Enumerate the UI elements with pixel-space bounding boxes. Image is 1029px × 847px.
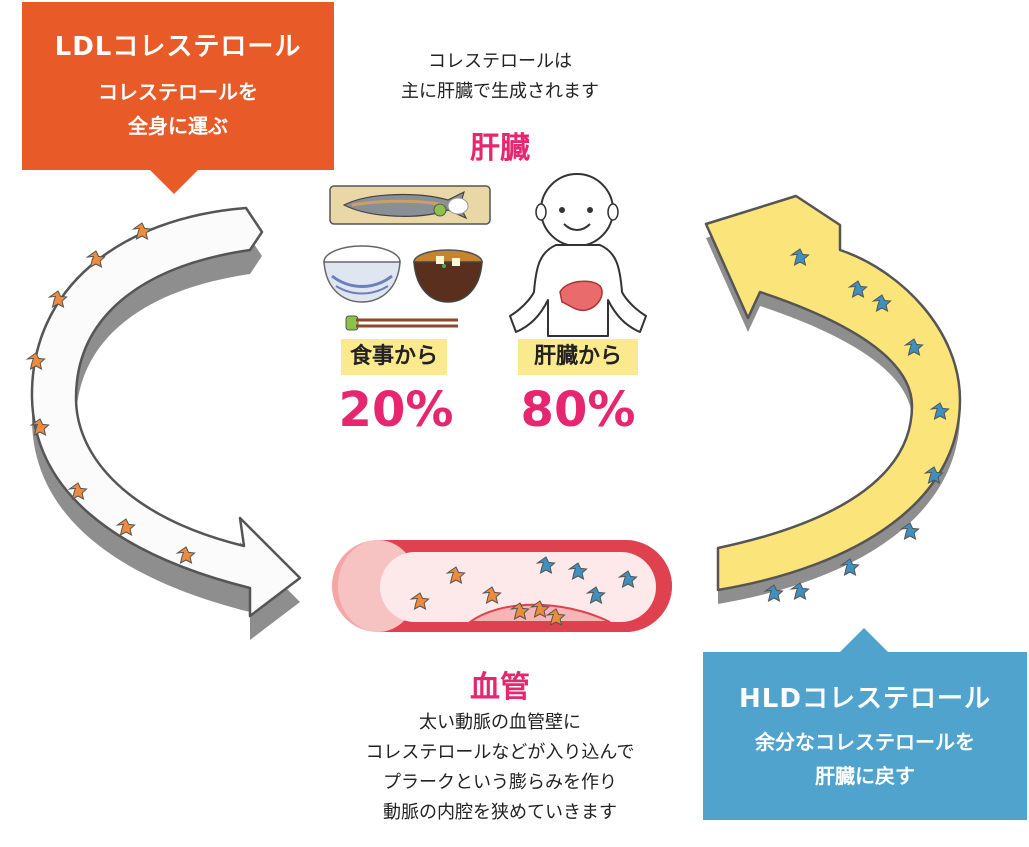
liver-source-percent: 80% [520,382,636,438]
ldl-callout: LDLコレステロール コレステロールを 全身に運ぶ [22,2,334,170]
rice-bowl-icon [323,245,401,303]
ldl-arrow [26,206,302,640]
vessel-description: 太い動脈の血管壁に コレステロールなどが入り込んで プラークという膨らみを作り … [290,708,710,828]
ldl-callout-pointer [148,168,200,194]
hdl-desc-line1: 余分なコレステロールを [755,730,975,754]
ldl-desc-line1: コレステロールを [98,80,258,104]
liver-icon [559,280,603,312]
hdl-title: HLDコレステロール [739,684,991,714]
grilled-fish-icon [329,185,491,225]
vessel-desc-line3: プラークという膨らみを作り [383,772,617,793]
food-source-percent: 20% [338,382,454,438]
liver-title: 肝臓 [470,131,530,166]
ldl-title: LDLコレステロール [54,32,302,62]
miso-soup-icon [413,249,483,303]
food-source-tag: 食事から [341,339,447,375]
hdl-desc-line2: 肝臓に戻す [815,764,915,788]
liver-desc-line2: 主に肝臓で生成されます [401,81,599,102]
hdl-arrow [704,194,962,604]
vessel-title: 血管 [470,670,530,705]
liver-description: コレステロールは 主に肝臓で生成されます [330,47,670,107]
hdl-callout: HLDコレステロール 余分なコレステロールを 肝臓に戻す [703,652,1027,820]
liver-desc-line1: コレステロールは [428,51,572,72]
ldl-desc-line2: 全身に運ぶ [128,114,228,138]
chopsticks-icon [345,315,458,331]
blood-vessel [332,540,672,632]
vessel-desc-line4: 動脈の内腔を狭めていきます [383,802,617,823]
vessel-desc-line2: コレステロールなどが入り込んで [365,742,635,763]
liver-source-tag: 肝臓から [518,339,638,375]
vessel-desc-line1: 太い動脈の血管壁に [419,712,581,733]
hdl-callout-pointer [838,628,890,654]
person-icon [509,173,647,337]
